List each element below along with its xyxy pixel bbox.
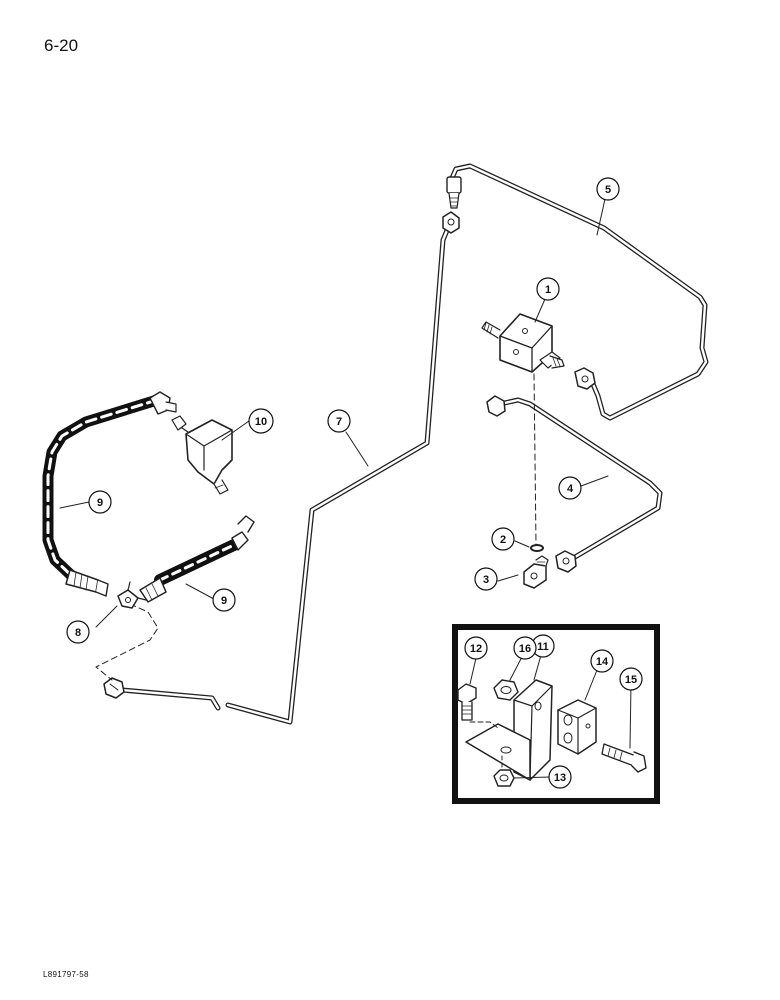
tube-line-5	[446, 163, 709, 421]
callout-16: 16	[513, 636, 537, 660]
callout-5: 5	[596, 177, 620, 201]
callout-15: 15	[619, 667, 643, 691]
callout-9-middle: 9	[212, 588, 236, 612]
dashed-connection-8	[95, 603, 159, 681]
bracket-11	[465, 679, 553, 781]
svg-text:7: 7	[336, 416, 342, 428]
bolt-12	[457, 683, 477, 721]
callout-9-left: 9	[88, 490, 112, 514]
tube-line-4	[486, 395, 663, 573]
hose-9-left	[42, 391, 177, 597]
callout-4: 4	[558, 476, 582, 500]
tube-lower-left	[103, 677, 221, 711]
svg-text:16: 16	[519, 643, 531, 655]
hose-9-middle	[139, 515, 255, 603]
svg-text:13: 13	[554, 772, 566, 784]
callout-13: 13	[548, 765, 572, 789]
svg-text:3: 3	[483, 574, 489, 586]
tee-fitting-8	[117, 581, 147, 609]
svg-text:1: 1	[545, 284, 551, 296]
page-number: 6-20	[44, 36, 79, 55]
svg-text:9: 9	[97, 497, 103, 509]
nut-13	[493, 769, 515, 787]
svg-text:8: 8	[75, 627, 81, 639]
callout-2: 2	[491, 527, 515, 551]
svg-text:9: 9	[221, 595, 227, 607]
svg-text:5: 5	[605, 184, 611, 196]
figure-reference: L891797-58	[43, 970, 89, 979]
callout-3: 3	[474, 567, 498, 591]
inset-box	[452, 624, 660, 804]
callout-1: 1	[536, 277, 560, 301]
clamp-block-14	[557, 699, 597, 755]
callout-leaders	[59, 198, 609, 628]
callout-8: 8	[66, 620, 90, 644]
callout-14: 14	[590, 649, 614, 673]
valve-10	[171, 415, 233, 495]
svg-text:2: 2	[500, 534, 506, 546]
callout-10: 10	[248, 408, 274, 434]
svg-text:12: 12	[470, 643, 482, 655]
bolt-15	[601, 743, 647, 773]
elbow-fitting-3	[523, 555, 549, 589]
valve-block-1	[481, 313, 565, 373]
svg-text:11: 11	[537, 641, 549, 653]
tube-line-7	[225, 211, 460, 725]
svg-text:4: 4	[567, 483, 574, 495]
nut-16	[493, 679, 519, 701]
svg-text:14: 14	[596, 656, 609, 668]
callout-12: 12	[464, 636, 488, 660]
svg-text:15: 15	[625, 674, 637, 686]
dashed-valve-to-oring	[533, 373, 537, 546]
callout-7: 7	[327, 409, 351, 433]
o-ring-2	[530, 544, 544, 552]
svg-text:10: 10	[255, 416, 267, 428]
